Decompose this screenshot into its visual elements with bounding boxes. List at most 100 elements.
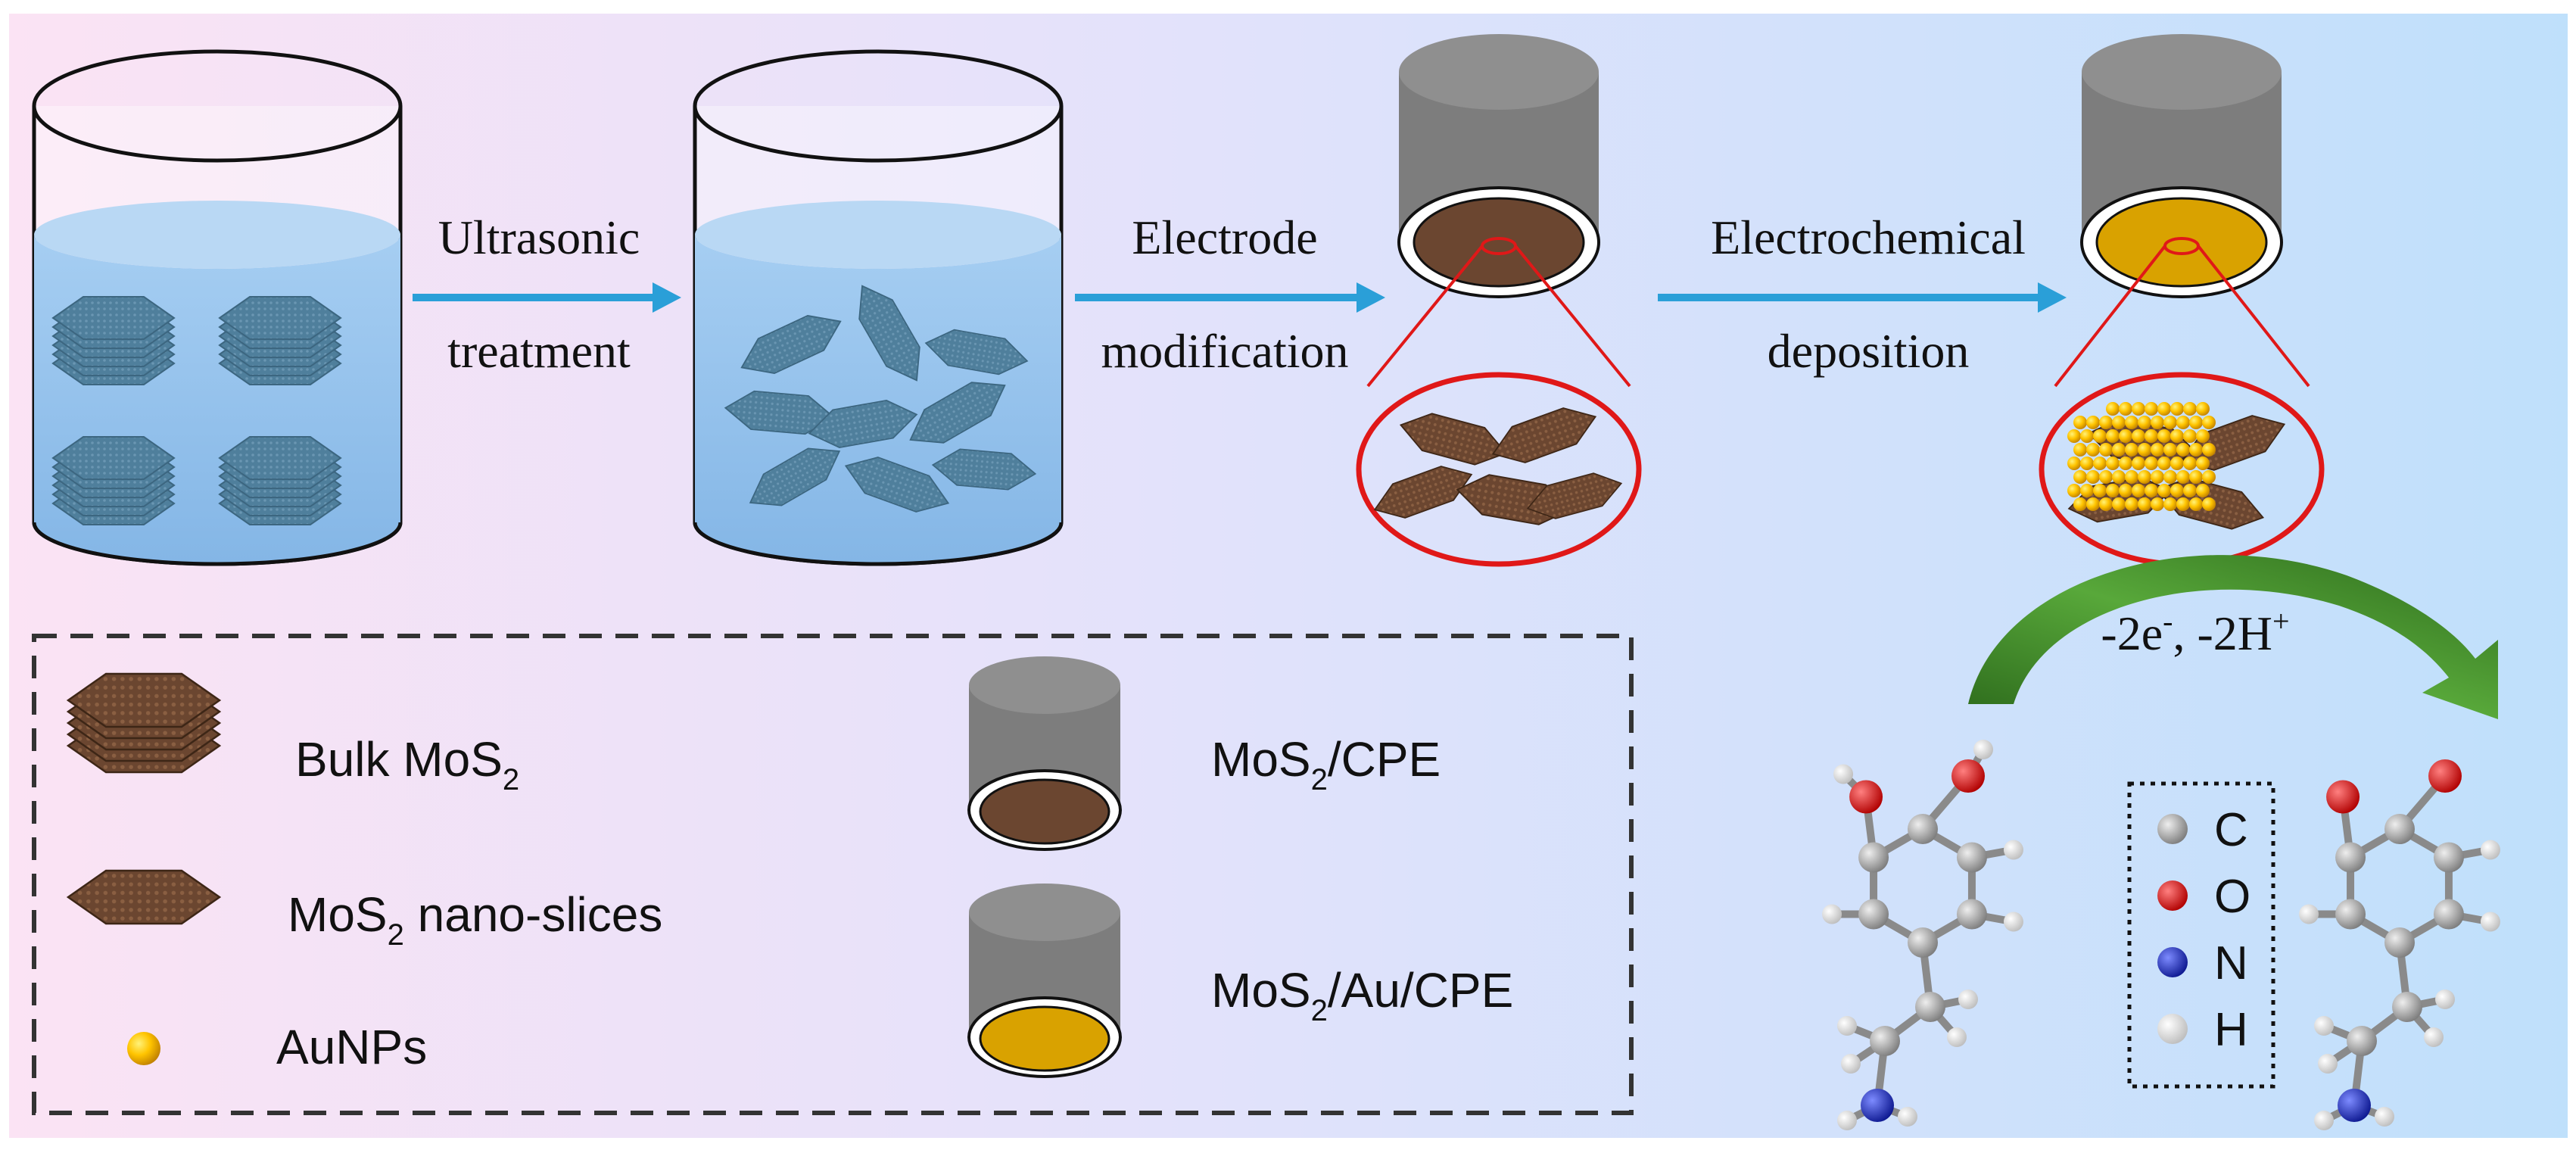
au-nanoparticle <box>2119 402 2132 416</box>
atom <box>2335 899 2366 930</box>
au-nanoparticle <box>2093 484 2107 497</box>
au-nanoparticle <box>2196 484 2210 497</box>
au-mos2-film-zoom <box>2065 402 2292 537</box>
atom-key-ball <box>2157 1014 2188 1044</box>
arrow-electrode-modification <box>1075 282 1385 313</box>
atom <box>2347 1026 2377 1056</box>
beaker-bulk-mos2 <box>32 49 403 566</box>
atom <box>1908 814 1938 844</box>
au-nanoparticle <box>2145 457 2158 470</box>
au-nanoparticle <box>2132 402 2145 416</box>
au-nanoparticle <box>2157 402 2171 416</box>
au-nanoparticle <box>2183 484 2197 497</box>
atom <box>2433 899 2464 930</box>
au-nanoparticle <box>2176 443 2190 457</box>
atom <box>1956 842 1987 873</box>
au-nanoparticle <box>2189 497 2203 511</box>
atom <box>2433 842 2464 873</box>
atom <box>2314 1016 2334 1036</box>
au-nanoparticle <box>2099 497 2113 511</box>
au-nanoparticle <box>2067 457 2081 470</box>
au-nanoparticle <box>2176 416 2190 429</box>
au-nanoparticle <box>2145 402 2158 416</box>
atom <box>1822 904 1842 924</box>
atom <box>2480 912 2500 932</box>
arrow-ultrasonic <box>413 282 681 313</box>
au-nanoparticle <box>2086 470 2100 484</box>
au-nanoparticle <box>2119 484 2132 497</box>
au-nanoparticle <box>2202 470 2216 484</box>
atom <box>1849 780 1883 814</box>
atom-key-label: N <box>2214 937 2248 989</box>
au-nanoparticle <box>2106 484 2120 497</box>
atom <box>1973 740 1993 759</box>
au-nanoparticle <box>2151 443 2164 457</box>
legend-box <box>32 634 1634 1115</box>
au-nanoparticle <box>2086 497 2100 511</box>
reaction-arrow <box>1968 555 2498 719</box>
arrow-electrochemical-deposition <box>1658 282 2067 313</box>
atom <box>1861 1089 1894 1122</box>
atom <box>1837 1111 1857 1130</box>
au-nanoparticle <box>2202 443 2216 457</box>
au-nanoparticle <box>2099 470 2113 484</box>
atom <box>2314 1111 2334 1130</box>
atom <box>2480 840 2500 860</box>
atom <box>1947 1027 1967 1047</box>
au-nanoparticle <box>2067 429 2081 443</box>
au-nanoparticle <box>2151 470 2164 484</box>
au-nanoparticle <box>2196 429 2210 443</box>
bulk-flake-stack-3 <box>53 437 174 525</box>
bulk-flake-stack-4 <box>220 437 341 525</box>
au-nanoparticle <box>2202 416 2216 429</box>
atom-key-ball <box>2157 880 2188 911</box>
au-nanoparticle <box>2138 443 2151 457</box>
au-nanoparticle <box>2073 443 2087 457</box>
au-nanoparticle <box>2112 416 2126 429</box>
au-nanoparticle <box>2170 457 2184 470</box>
au-nanoparticle <box>2138 470 2151 484</box>
au-nanoparticle <box>2138 416 2151 429</box>
legend-aunp-icon <box>127 1032 160 1065</box>
atom <box>2428 759 2462 793</box>
legend-cpe-label: MoS2/CPE <box>1211 732 1441 796</box>
atom-key-box <box>2127 781 2275 1089</box>
au-nanoparticle <box>2132 457 2145 470</box>
au-nanoparticle <box>2099 416 2113 429</box>
step-2-line-1: Electrode <box>1132 210 1317 264</box>
atom <box>2299 904 2319 924</box>
bulk-flake-stack-1 <box>53 297 174 385</box>
atom <box>1870 1026 1900 1056</box>
au-nanoparticle <box>2189 443 2203 457</box>
dopamine-molecule <box>1822 740 2023 1130</box>
au-nanoparticle <box>2073 497 2087 511</box>
au-nanoparticle <box>2073 470 2087 484</box>
au-nanoparticle <box>2157 484 2171 497</box>
au-nanoparticle <box>2157 457 2171 470</box>
au-nanoparticle <box>2125 470 2138 484</box>
au-nanoparticle <box>2196 402 2210 416</box>
atom-key-label: O <box>2214 871 2250 923</box>
atom <box>2318 1054 2338 1074</box>
au-nanoparticle <box>2080 457 2094 470</box>
step-2-line-2: modification <box>1101 324 1348 378</box>
au-nanoparticle <box>2196 457 2210 470</box>
au-nanoparticle <box>2151 416 2164 429</box>
au-nanoparticle <box>2112 470 2126 484</box>
au-nanoparticle <box>2163 470 2177 484</box>
atom <box>2338 1089 2371 1122</box>
au-nanoparticle <box>2080 484 2094 497</box>
au-nanoparticle <box>2176 497 2190 511</box>
legend-cpe-electrode-icon <box>967 656 1122 851</box>
au-nanoparticle <box>2112 443 2126 457</box>
au-nanoparticle <box>2189 470 2203 484</box>
step-3-line-1: Electrochemical <box>1711 210 2026 264</box>
atom <box>2326 780 2360 814</box>
atom <box>2003 840 2023 860</box>
legend-nano-label: MoS2 nano-slices <box>288 887 662 952</box>
atom <box>1951 759 1985 793</box>
atom <box>1958 989 1978 1009</box>
atom <box>2392 992 2422 1022</box>
